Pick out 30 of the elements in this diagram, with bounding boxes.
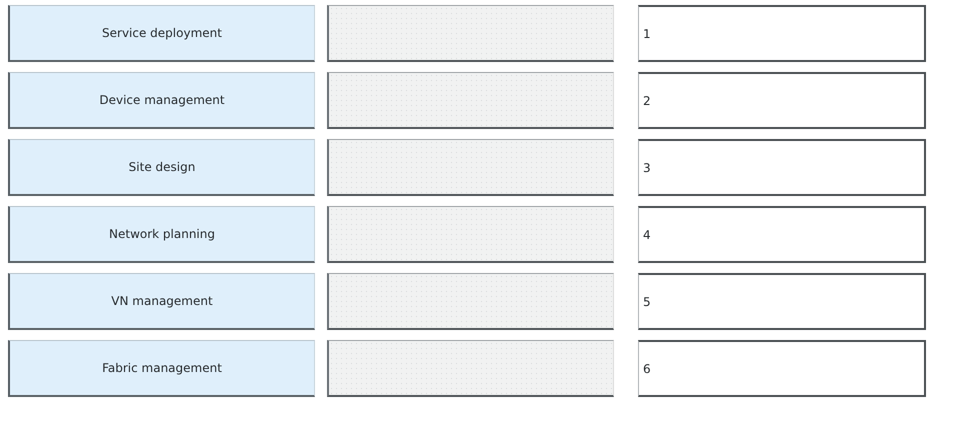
slot-number: 5	[643, 294, 651, 308]
option-label: Fabric management	[102, 361, 222, 375]
slot-number: 1	[643, 26, 651, 40]
drop-zone	[327, 139, 614, 196]
option-label: Service deployment	[102, 26, 222, 40]
drop-zone	[327, 206, 614, 263]
answer-box	[638, 273, 926, 330]
drop-zone	[327, 5, 614, 62]
answer-box	[638, 206, 926, 263]
drop-zone	[327, 273, 614, 330]
option-label: Site design	[128, 160, 196, 174]
slot-number: 6	[643, 362, 651, 376]
option-label: VN management	[111, 294, 213, 308]
option-tile	[8, 340, 315, 397]
slot-number: 3	[643, 160, 651, 174]
slot-number: 4	[643, 228, 651, 242]
answer-box	[638, 5, 926, 62]
answer-box	[638, 139, 926, 196]
drop-zone	[327, 340, 614, 397]
option-tile	[8, 206, 315, 263]
option-label: Device management	[99, 93, 225, 107]
option-tile	[8, 5, 315, 62]
slot-number: 2	[643, 94, 651, 108]
answer-box	[638, 340, 926, 397]
option-tile	[8, 273, 315, 330]
option-tile	[8, 139, 315, 196]
answer-box	[638, 72, 926, 129]
option-label: Network planning	[109, 227, 215, 241]
drop-zone	[327, 72, 614, 129]
option-tile	[8, 72, 315, 129]
